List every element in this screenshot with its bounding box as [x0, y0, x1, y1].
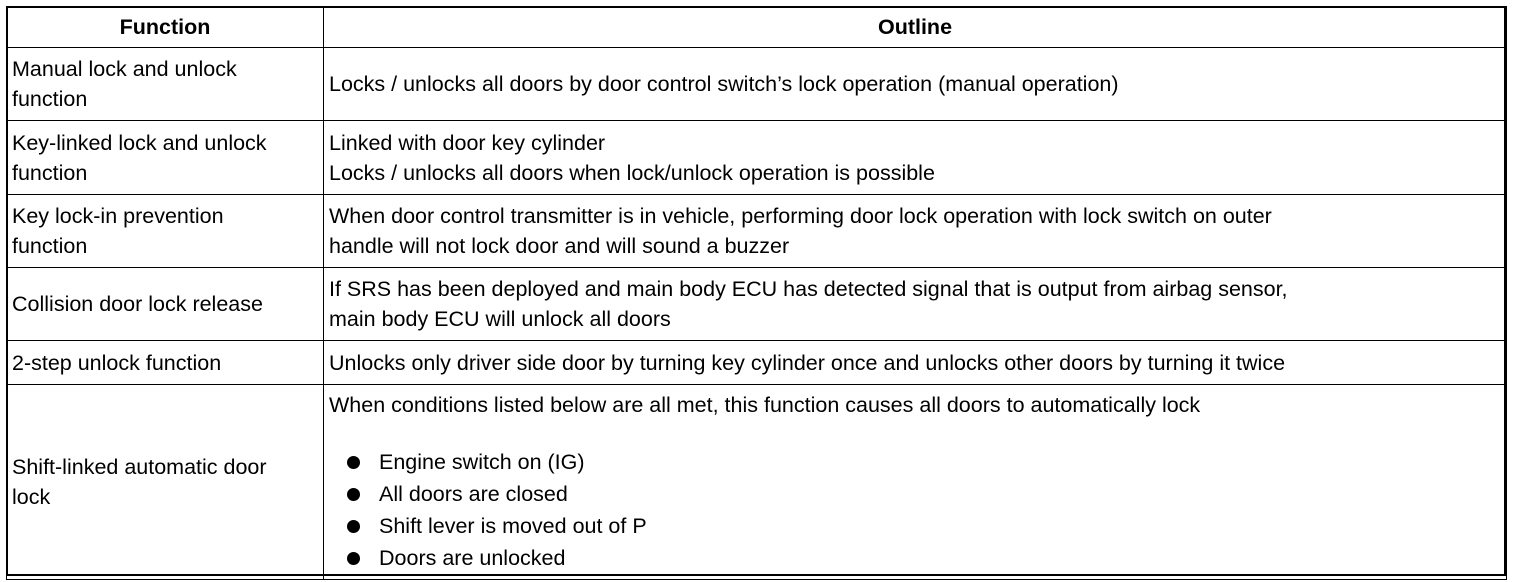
table-row: Key-linked lock and unlock function Link…: [6, 120, 1507, 195]
function-cell: 2-step unlock function: [6, 340, 324, 385]
function-text: Manual lock and unlock: [12, 57, 237, 81]
table-row: 2-step unlock function Unlocks only driv…: [6, 340, 1507, 385]
list-item: Doors are unlocked: [329, 542, 1506, 574]
table-row: Manual lock and unlock function Locks / …: [6, 47, 1507, 121]
function-text: Shift-linked automatic door: [12, 455, 267, 479]
function-cell: Key-linked lock and unlock function: [6, 120, 324, 195]
condition-text: Engine switch on (IG): [379, 450, 585, 474]
outline-cell: When door control transmitter is in vehi…: [323, 194, 1507, 268]
function-cell: Manual lock and unlock function: [6, 47, 324, 121]
function-text: Collision door lock release: [12, 292, 263, 316]
condition-text: Doors are unlocked: [379, 546, 566, 570]
outline-cell: Locks / unlocks all doors by door contro…: [323, 47, 1507, 121]
bullet-icon: [347, 552, 360, 565]
function-text: lock: [12, 485, 51, 509]
bullet-icon: [347, 488, 360, 501]
function-text: function: [12, 160, 88, 185]
function-cell: Collision door lock release: [6, 267, 324, 341]
condition-text: All doors are closed: [379, 482, 568, 506]
outline-text: When conditions listed below are all met…: [329, 393, 1201, 417]
table-row: Collision door lock release If SRS has b…: [6, 267, 1507, 341]
outline-text: Locks / unlocks all doors when lock/unlo…: [329, 160, 935, 185]
function-cell: Shift-linked automatic door lock: [6, 384, 324, 580]
list-item: Shift lever is moved out of P: [329, 510, 1506, 542]
outline-cell: When conditions listed below are all met…: [323, 384, 1507, 580]
conditions-list: Engine switch on (IG) All doors are clos…: [329, 446, 1506, 574]
function-outline-table: Function Outline Manual lock and unlock …: [6, 6, 1507, 580]
list-item: Engine switch on (IG): [329, 446, 1506, 478]
table-row: Key lock-in prevention function When doo…: [6, 194, 1507, 268]
function-text: function: [12, 234, 88, 258]
outline-text: When door control transmitter is in vehi…: [329, 204, 1272, 228]
function-text: function: [12, 87, 88, 111]
outline-text: Locks / unlocks all doors by door contro…: [329, 72, 1119, 96]
header-row: Function Outline: [6, 6, 1507, 48]
function-text: Key lock-in prevention: [12, 204, 224, 228]
outline-text: If SRS has been deployed and main body E…: [329, 277, 1288, 301]
function-text: 2-step unlock function: [12, 350, 222, 375]
bullet-icon: [347, 456, 360, 469]
bullet-icon: [347, 520, 360, 533]
outline-text: Linked with door key cylinder: [329, 130, 606, 155]
function-cell: Key lock-in prevention function: [6, 194, 324, 268]
header-function: Function: [6, 6, 324, 48]
outline-text: main body ECU will unlock all doors: [329, 307, 671, 331]
list-item: All doors are closed: [329, 478, 1506, 510]
condition-text: Shift lever is moved out of P: [379, 514, 647, 538]
outline-text: handle will not lock door and will sound…: [329, 234, 790, 258]
header-outline: Outline: [323, 6, 1507, 48]
function-text: Key-linked lock and unlock: [12, 130, 267, 155]
outline-text: Unlocks only driver side door by turning…: [329, 350, 1286, 375]
table-row: Shift-linked automatic door lock When co…: [6, 384, 1507, 580]
outline-cell: Linked with door key cylinder Locks / un…: [323, 120, 1507, 195]
outline-cell: Unlocks only driver side door by turning…: [323, 340, 1507, 385]
outline-cell: If SRS has been deployed and main body E…: [323, 267, 1507, 341]
spacer: [329, 420, 1506, 446]
